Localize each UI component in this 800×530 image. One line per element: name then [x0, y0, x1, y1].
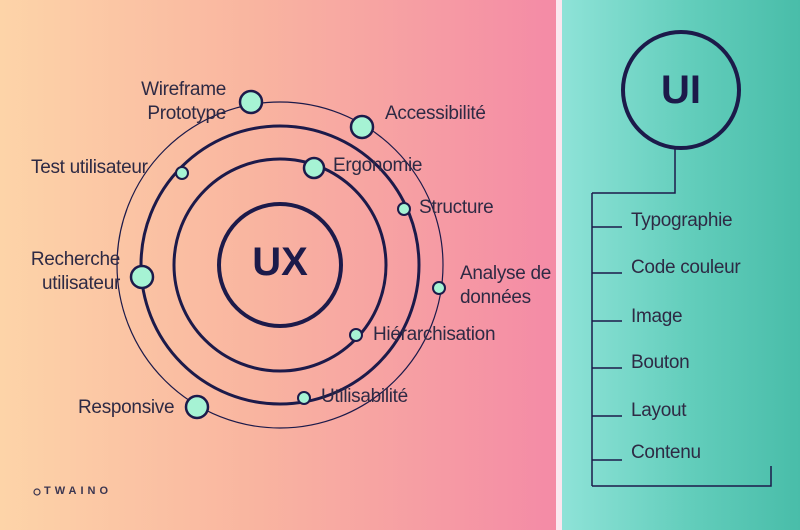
label-analyse: Analyse de	[460, 263, 552, 284]
outer-orbit	[116, 101, 444, 429]
label-wireframe-prototype: Wireframe Prototype	[118, 78, 226, 126]
ui-item-bouton: Bouton	[631, 352, 690, 373]
label-recherche-utilisateur: Recherche utilisateur	[20, 248, 120, 296]
label-accessibilite: Accessibilité	[385, 103, 486, 124]
node-test-utilisateur	[175, 166, 189, 180]
ui-title: UI	[661, 68, 701, 112]
label-recherche: Recherche	[30, 249, 120, 270]
label-utilisateur: utilisateur	[41, 273, 120, 294]
node-responsive	[184, 394, 210, 420]
logo-mark-icon	[33, 488, 41, 496]
node-structure	[397, 202, 411, 216]
ui-item-layout: Layout	[631, 400, 687, 421]
label-wireframe: Wireframe	[141, 79, 226, 100]
ui-item-typographie: Typographie	[631, 210, 733, 231]
node-accessibilite	[349, 114, 375, 140]
ui-connector	[592, 148, 676, 194]
label-analyse-donnees: Analyse de données	[460, 262, 551, 310]
label-donnees: données	[460, 287, 531, 308]
ui-item-contenu: Contenu	[631, 442, 701, 463]
node-analyse	[432, 281, 446, 295]
node-hierarchisation	[349, 328, 363, 342]
label-responsive: Responsive	[78, 397, 175, 418]
label-prototype: Prototype	[147, 103, 226, 124]
node-utilisabilite	[297, 391, 311, 405]
ui-circle	[621, 30, 741, 150]
label-test-utilisateur: Test utilisateur	[31, 157, 148, 178]
ui-panel	[560, 0, 800, 530]
label-hierarchisation: Hiérarchisation	[373, 324, 496, 345]
panel-divider	[556, 0, 562, 530]
label-structure: Structure	[419, 197, 494, 218]
ui-item-code-couleur: Code couleur	[631, 257, 741, 278]
ui-bottom-bracket	[592, 466, 772, 487]
ux-panel	[0, 0, 560, 530]
twaino-logo: TWAINO	[44, 485, 112, 497]
ui-item-image: Image	[631, 306, 683, 327]
inner-orbit	[172, 157, 388, 373]
node-recherche	[129, 264, 155, 290]
label-ergonomie: Ergonomie	[333, 155, 423, 176]
node-wireframe	[238, 89, 264, 115]
node-ergonomie	[302, 156, 326, 180]
ux-core-circle	[217, 202, 343, 328]
label-utilisabilite: Utilisabilité	[321, 386, 408, 407]
ux-title: UX	[252, 240, 308, 284]
